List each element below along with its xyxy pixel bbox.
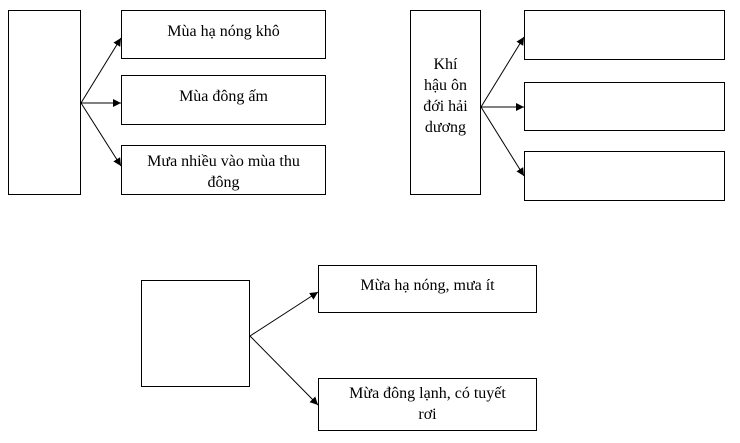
d2-target-box-1 <box>524 10 725 60</box>
arrow-d3-t1 <box>249 291 319 337</box>
d1-target-label-3: Mưa nhiều vào mùa thu đông <box>147 153 300 191</box>
d3-source-box <box>141 280 250 387</box>
d3-target-label-1: Mừa hạ nóng, mưa ít <box>360 277 495 294</box>
d2-target-box-3 <box>524 151 725 201</box>
d2-source-box: Khí hậu ôn đới hải dương <box>410 10 481 195</box>
d1-target-box-3: Mưa nhiều vào mùa thu đông <box>121 145 326 195</box>
d1-target-box-2: Mùa đông ấm <box>121 75 326 125</box>
d1-target-label-2: Mùa đông ấm <box>179 88 268 105</box>
d1-source-box <box>8 10 81 195</box>
d3-target-box-1: Mừa hạ nóng, mưa ít <box>318 265 537 313</box>
d2-source-label: Khí hậu ôn đới hải dương <box>423 56 468 136</box>
arrow-d1-t3 <box>80 102 122 167</box>
d1-target-label-1: Mùa hạ nóng khô <box>167 23 280 40</box>
d3-target-box-2: Mừa đông lạnh, có tuyết rơi <box>318 378 537 431</box>
d1-target-box-1: Mùa hạ nóng khô <box>121 10 326 59</box>
d3-target-label-2: Mừa đông lạnh, có tuyết rơi <box>349 385 506 423</box>
d2-target-box-2 <box>524 82 725 131</box>
arrow-d1-t1 <box>80 37 122 104</box>
arrow-d3-t2 <box>249 335 319 406</box>
arrow-d2-t1 <box>480 36 525 108</box>
arrow-d2-t3 <box>480 106 525 177</box>
